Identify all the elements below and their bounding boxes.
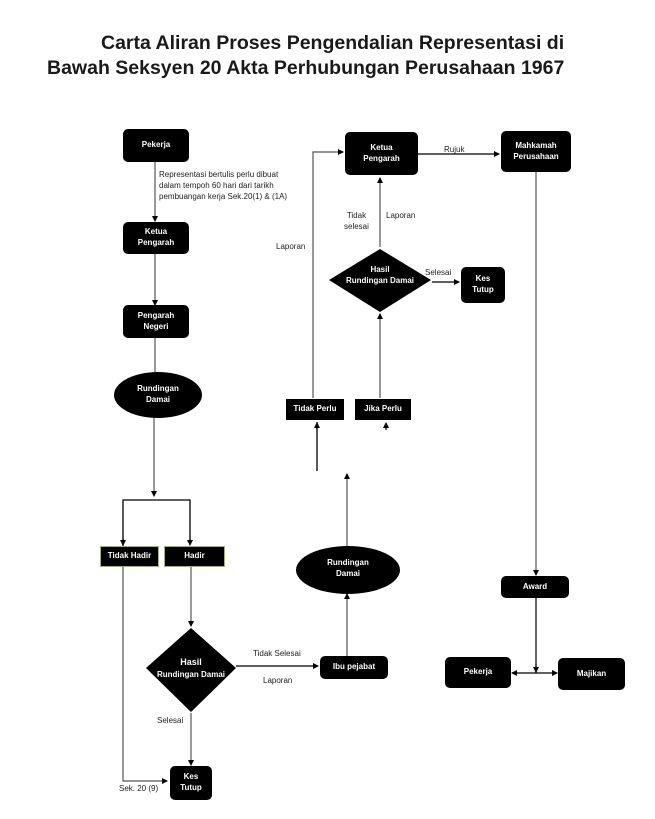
node-label: Pekerja xyxy=(463,667,493,677)
label-selesai-mid: Selesai xyxy=(425,268,452,277)
label-sek-20-9: Sek. 20 (9) xyxy=(119,784,159,793)
node-label: Tidak Perlu xyxy=(293,404,337,414)
node-tidak-hadir: Tidak Hadir xyxy=(100,546,159,567)
node-label: Hadir xyxy=(184,551,205,561)
hasil-rundingan-left-label: Hasil Rundingan Damai xyxy=(151,656,231,680)
decision-hasil-rundingan-mid xyxy=(329,249,431,312)
node-label: Ibu pejabat xyxy=(332,662,376,672)
connector-tidak-perlu-laporan xyxy=(312,149,344,398)
node-label: Kes Tutup xyxy=(180,772,202,792)
node-label: Ketua Pengarah xyxy=(363,142,400,163)
decision-hasil-rundingan-left xyxy=(146,628,236,712)
node-pekerja-bottom: Pekerja xyxy=(445,657,511,688)
node-label: Tidak Hadir xyxy=(107,551,152,561)
node-label: Ketua Pengarah xyxy=(137,227,175,247)
node-hadir: Hadir xyxy=(164,546,225,567)
node-award: Award xyxy=(501,576,569,598)
label-representasi-note: Representasi bertulis perlu dibuat dalam… xyxy=(159,170,288,201)
node-ibu-pejabat: Ibu pejabat xyxy=(320,656,388,679)
label-laporan-mid: Laporan xyxy=(386,211,416,220)
node-mahkamah-perusahaan: Mahkamah Perusahaan xyxy=(501,131,571,172)
terminal-rundingan-damai-mid xyxy=(296,546,400,594)
label-tidak-selesai-mid: Tidak selesai xyxy=(344,211,369,231)
node-jika-perlu: Jika Perlu xyxy=(355,399,411,420)
node-label: Pengarah Negeri xyxy=(137,310,175,331)
rundingan-damai-mid-label: Rundingan Damai xyxy=(327,558,369,579)
hasil-rundingan-mid-label: Hasil Rundingan Damai xyxy=(340,264,420,286)
label-selesai-left: Selesai xyxy=(157,716,184,725)
node-tidak-perlu: Tidak Perlu xyxy=(286,399,344,420)
node-label: Pekerja xyxy=(141,140,171,150)
node-majikan: Majikan xyxy=(558,658,625,690)
node-label: Jika Perlu xyxy=(364,404,402,414)
node-label: Majikan xyxy=(576,668,607,678)
label-laporan-left: Laporan xyxy=(263,676,293,685)
node-pekerja-top: Pekerja xyxy=(123,129,189,162)
chart-title-line-2: Bawah Seksyen 20 Akta Perhubungan Perusa… xyxy=(47,57,565,79)
connector-tidak-hadir-to-kes-tutup xyxy=(122,567,168,784)
label-rujuk: Rujuk xyxy=(444,145,465,154)
label-laporan-side: Laporan xyxy=(276,242,306,251)
terminal-rundingan-damai-left xyxy=(114,372,202,418)
connector-split-left xyxy=(122,499,191,546)
node-label: Kes Tutup xyxy=(472,274,494,294)
chart-title-line-1: Carta Aliran Proses Pengendalian Represe… xyxy=(101,32,565,54)
node-ketua-pengarah-left: Ketua Pengarah xyxy=(123,222,189,254)
hasil-line-1: Hasil xyxy=(180,657,202,667)
label-tidak-selesai-left: Tidak Selesai xyxy=(253,649,301,658)
hasil-line-1: Hasil xyxy=(370,265,390,274)
node-ketua-pengarah-top: Ketua Pengarah xyxy=(345,132,418,175)
hasil-line-2: Rundingan Damai xyxy=(345,276,414,286)
node-kes-tutup-bottom: Kes Tutup xyxy=(170,766,212,800)
node-kes-tutup-mid: Kes Tutup xyxy=(461,267,505,303)
hasil-line-2: Rundingan Damai xyxy=(156,669,225,679)
node-pengarah-negeri: Pengarah Negeri xyxy=(123,305,189,338)
node-label: Mahkamah Perusahaan xyxy=(513,140,559,161)
rundingan-damai-left-label: Rundingan Damai xyxy=(137,384,179,405)
node-label: Award xyxy=(522,581,548,591)
